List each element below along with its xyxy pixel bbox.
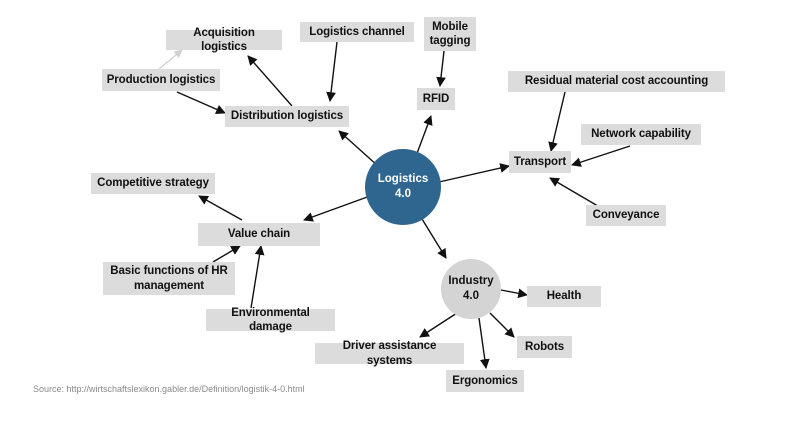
node-driver-assistance-systems: Driver assistance systems (315, 340, 464, 367)
node-acquisition-logistics: Acquisition logistics (166, 27, 282, 53)
arrow-valuechain-to-competitive (198, 195, 243, 221)
subhub-line-1: Industry (448, 275, 494, 288)
arrow-conveyance-to-transport (549, 177, 604, 210)
node-logistics-channel: Logistics channel (300, 22, 414, 42)
node-production-logistics: Production logistics (102, 69, 220, 91)
arrow-distribution-to-acquisition (247, 55, 293, 107)
arrow-industry-to-ergonomics (478, 317, 490, 369)
arrow-residual-to-transport (548, 91, 566, 152)
subhub-line-2: 4.0 (463, 290, 479, 302)
arrow-production-to-distribution (176, 91, 226, 114)
arrow-hub-to-transport (438, 163, 510, 183)
arrow-production-to-acquisition (158, 49, 183, 70)
node-mobile-tagging-line-2: tagging (429, 35, 471, 47)
node-competitive-strategy: Competitive strategy (91, 173, 215, 194)
node-environmental-damage: Environmental damage (206, 307, 335, 333)
source-caption: Source: http://wirtschaftslexikon.gabler… (33, 384, 305, 394)
arrow-mobile-to-rfid (436, 50, 446, 87)
node-residual-material-cost-accounting: Residual material cost accounting (508, 71, 725, 92)
node-robots: Robots (517, 336, 572, 358)
arrow-network-to-transport (571, 145, 631, 167)
node-hr-basic-functions: Basic functions of HR management (103, 262, 235, 295)
node-value-chain: Value chain (198, 223, 320, 246)
hub-logistics-4-0: Logistics 4.0 (365, 149, 441, 225)
node-rfid: RFID (417, 88, 455, 110)
node-distribution-logistics: Distribution logistics (225, 106, 349, 127)
node-network-capability: Network capability (581, 124, 701, 145)
arrow-hub-to-rfid (415, 115, 433, 157)
arrow-channel-to-distribution (326, 41, 338, 102)
subhub-industry-4-0: Industry 4.0 (441, 259, 501, 319)
node-mobile-tagging-line-1: Mobile (432, 20, 468, 33)
arrow-hr-to-valuechain (212, 245, 241, 263)
node-health: Health (527, 286, 601, 307)
node-mobile-tagging: Mobile tagging (424, 17, 476, 51)
arrow-industry-to-health (500, 288, 528, 299)
arrow-env-to-valuechain (250, 245, 265, 309)
arrow-hub-to-distribution (338, 130, 379, 167)
hub-line-2: 4.0 (395, 188, 411, 200)
node-hr-line-2: management (134, 279, 204, 292)
arrow-hub-to-valuechain (303, 195, 371, 222)
node-conveyance: Conveyance (586, 205, 666, 226)
node-hr-line-1: Basic functions of HR (110, 265, 228, 278)
arrow-industry-to-robots (489, 312, 515, 338)
hub-line-1: Logistics (377, 173, 429, 186)
node-transport: Transport (509, 151, 571, 173)
arrow-industry-to-driver (419, 312, 458, 338)
node-ergonomics: Ergonomics (446, 370, 524, 392)
arrow-hub-to-industry (421, 218, 447, 259)
